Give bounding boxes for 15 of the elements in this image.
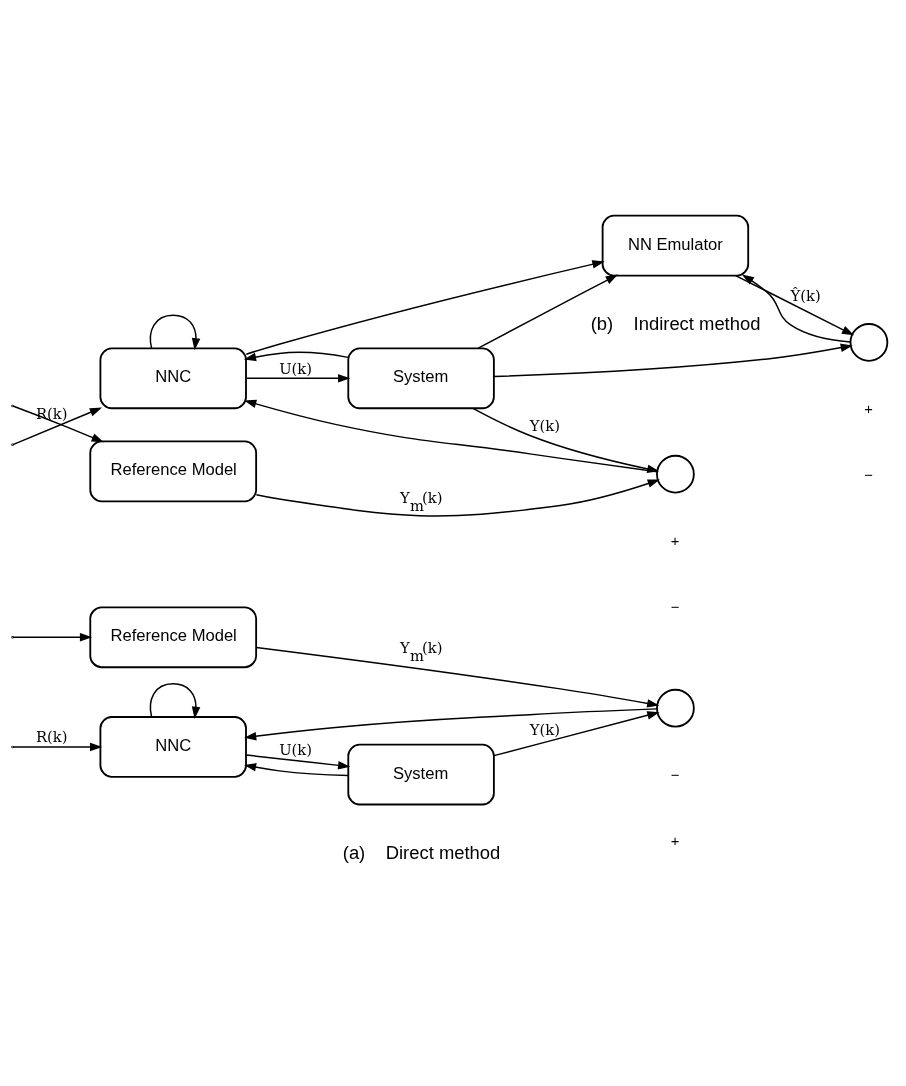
label: − [670,766,680,783]
edge-label: R(k) [35,727,68,745]
edge-label: Ŷ(k) [790,286,821,304]
label: (b) Indirect method [590,312,761,334]
label: + [670,532,680,549]
edge-label: Y(k) [529,416,560,434]
label: + [864,400,873,417]
label: − [670,598,680,615]
edge-label: U(k) [279,359,313,377]
label: (a) Direct method [342,841,501,863]
label: − [864,466,873,483]
edge-label: U(k) [279,740,313,758]
label: + [670,832,680,849]
edge-label: R(k) [35,404,68,422]
edge-label: Y(k) [529,720,560,738]
